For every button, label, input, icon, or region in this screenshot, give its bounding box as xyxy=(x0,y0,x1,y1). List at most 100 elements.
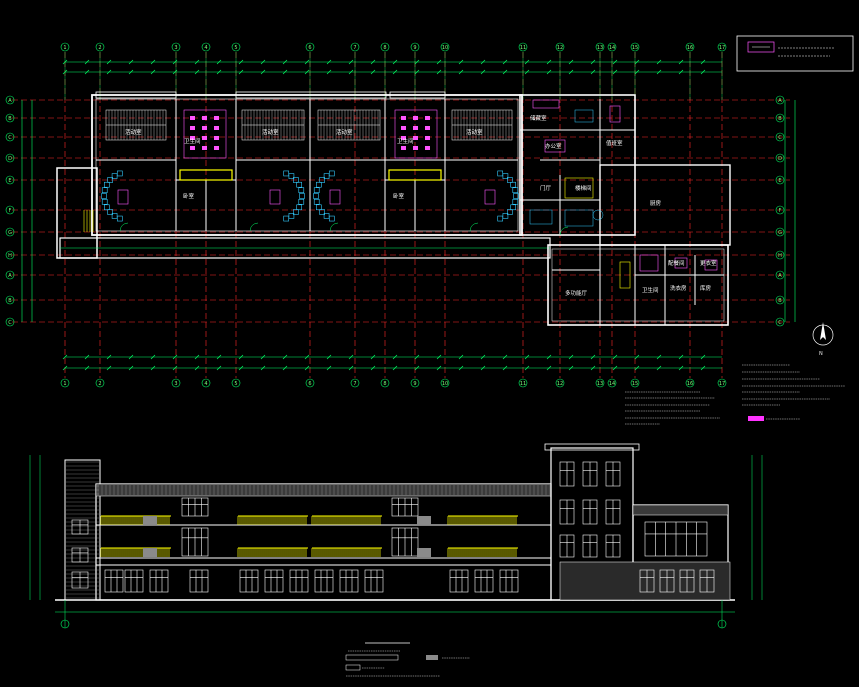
chair xyxy=(107,177,113,183)
axis-bubble xyxy=(775,295,785,305)
chair xyxy=(296,181,302,188)
window xyxy=(474,569,494,593)
chair xyxy=(323,173,330,179)
room-label: 活动室 xyxy=(336,128,353,136)
axis-bubble xyxy=(171,378,181,388)
chair xyxy=(313,187,320,193)
axis-bubble xyxy=(607,378,617,388)
axis-bubble xyxy=(775,132,785,142)
axis-label: 8 xyxy=(383,45,386,51)
axis-label: H xyxy=(8,253,12,259)
axis-label: 3 xyxy=(174,45,177,51)
room-label: 厨房 xyxy=(650,199,662,207)
axis-bubble xyxy=(231,378,241,388)
axis-label: 1 xyxy=(63,45,66,51)
axis-label: B xyxy=(8,116,12,122)
axis-bubble xyxy=(305,42,315,52)
axis-label: A xyxy=(8,98,12,104)
room-label: 库房 xyxy=(700,284,712,292)
axis-label: A xyxy=(778,273,782,279)
chair xyxy=(104,181,110,188)
axis-bubble xyxy=(717,378,727,388)
elevation-legend xyxy=(345,650,470,677)
axis-label: E xyxy=(778,178,781,184)
axis-bubble xyxy=(380,378,390,388)
axis-bubble xyxy=(555,42,565,52)
axis-label: G xyxy=(8,230,12,236)
axis-bubble xyxy=(630,42,640,52)
beds xyxy=(105,109,513,141)
axis-label: 12 xyxy=(557,381,563,387)
axis-bubble xyxy=(60,42,70,52)
chair xyxy=(101,199,108,205)
axis-label: 11 xyxy=(520,381,526,387)
chair xyxy=(319,177,325,183)
chair xyxy=(298,199,305,205)
axis-label: 15 xyxy=(632,381,638,387)
chair xyxy=(293,177,299,183)
axis-bubble xyxy=(5,270,15,280)
elevation xyxy=(29,443,763,677)
axis-bubble xyxy=(5,317,15,327)
chair xyxy=(507,209,513,215)
axis-label: 16 xyxy=(687,381,693,387)
design-notes xyxy=(625,364,845,425)
axis-label: 6 xyxy=(308,45,311,51)
axis-bubble xyxy=(5,175,15,185)
room-label: 活动室 xyxy=(262,128,279,136)
room-label: 多功能厅 xyxy=(565,289,588,297)
axis-bubble xyxy=(607,42,617,52)
chair xyxy=(316,204,322,211)
axis-bubble xyxy=(305,378,315,388)
axis-label: B xyxy=(8,298,12,304)
title-block xyxy=(736,35,854,72)
axis-label: E xyxy=(8,178,11,184)
axis-bubble xyxy=(5,132,15,142)
chair xyxy=(107,209,113,215)
axis-bubble xyxy=(380,42,390,52)
axis-label: F xyxy=(9,208,12,214)
axis-bubble xyxy=(5,227,15,237)
axis-bubble xyxy=(410,42,420,52)
axis-label: 17 xyxy=(719,45,725,51)
axis-label: 10 xyxy=(442,381,448,387)
chair xyxy=(510,204,516,211)
axis-label: 9 xyxy=(413,381,416,387)
room-label: 卫生间 xyxy=(184,137,201,145)
axis-label: 11 xyxy=(520,45,526,51)
axis-bubble xyxy=(595,42,605,52)
chair xyxy=(502,173,509,179)
axis-bubble xyxy=(775,113,785,123)
chair xyxy=(497,215,504,222)
chair xyxy=(296,204,302,211)
axis-label: 5 xyxy=(234,381,237,387)
axis-label: 3 xyxy=(174,381,177,387)
axis-bubble xyxy=(775,270,785,280)
room-label: 更衣室 xyxy=(700,259,717,267)
chair xyxy=(104,204,110,211)
chair xyxy=(116,215,123,222)
room-label: 储藏室 xyxy=(530,114,547,122)
window xyxy=(239,569,259,593)
axis-label: D xyxy=(778,156,782,162)
axis-bubble xyxy=(60,378,70,388)
axis-bubble xyxy=(685,378,695,388)
chair xyxy=(298,187,305,193)
axis-bubble xyxy=(440,378,450,388)
window xyxy=(449,569,469,593)
axis-bubble xyxy=(775,205,785,215)
axis-label: 14 xyxy=(609,45,615,51)
axis-label: 12 xyxy=(557,45,563,51)
axis-bubble xyxy=(171,42,181,52)
chair xyxy=(328,170,335,177)
axis-bubble xyxy=(410,378,420,388)
chair xyxy=(101,193,107,199)
toilet-fixtures xyxy=(183,109,438,159)
axis-label: 2 xyxy=(98,381,101,387)
axis-label: 9 xyxy=(413,45,416,51)
axis-bubble xyxy=(201,42,211,52)
axis-label: C xyxy=(778,320,782,326)
window xyxy=(149,569,169,593)
axis-label: A xyxy=(8,273,12,279)
room-label: 活动室 xyxy=(466,128,483,136)
